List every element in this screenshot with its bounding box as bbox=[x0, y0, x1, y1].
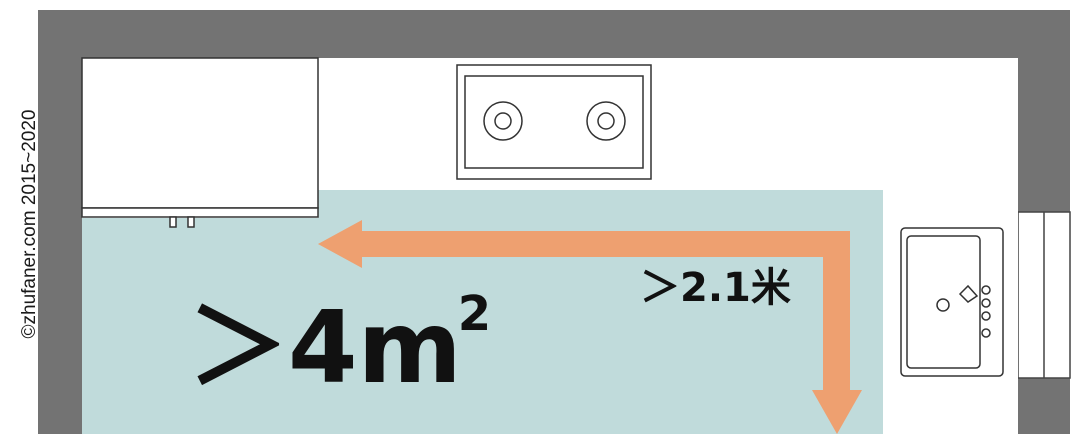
dimension-arrow bbox=[318, 220, 862, 434]
wall bbox=[38, 10, 1070, 434]
refrigerator bbox=[81, 57, 319, 228]
sink-icon bbox=[900, 227, 1004, 377]
area-label-superscript: 2 bbox=[457, 286, 492, 342]
arrow-head-down bbox=[812, 390, 862, 434]
wall-right-lower bbox=[1018, 378, 1070, 434]
arrow-head-left bbox=[318, 220, 362, 268]
burner-right bbox=[586, 101, 626, 141]
window bbox=[1017, 211, 1071, 379]
area-label-main: ＞4m bbox=[188, 289, 462, 406]
watermark: ©zhufaner.com 2015~2020 bbox=[19, 109, 40, 339]
burner-left bbox=[483, 101, 523, 141]
area-label: ＞4m2 bbox=[188, 290, 491, 398]
two-burner-stove-icon bbox=[456, 64, 652, 180]
length-label: ＞2.1米 bbox=[640, 265, 791, 311]
